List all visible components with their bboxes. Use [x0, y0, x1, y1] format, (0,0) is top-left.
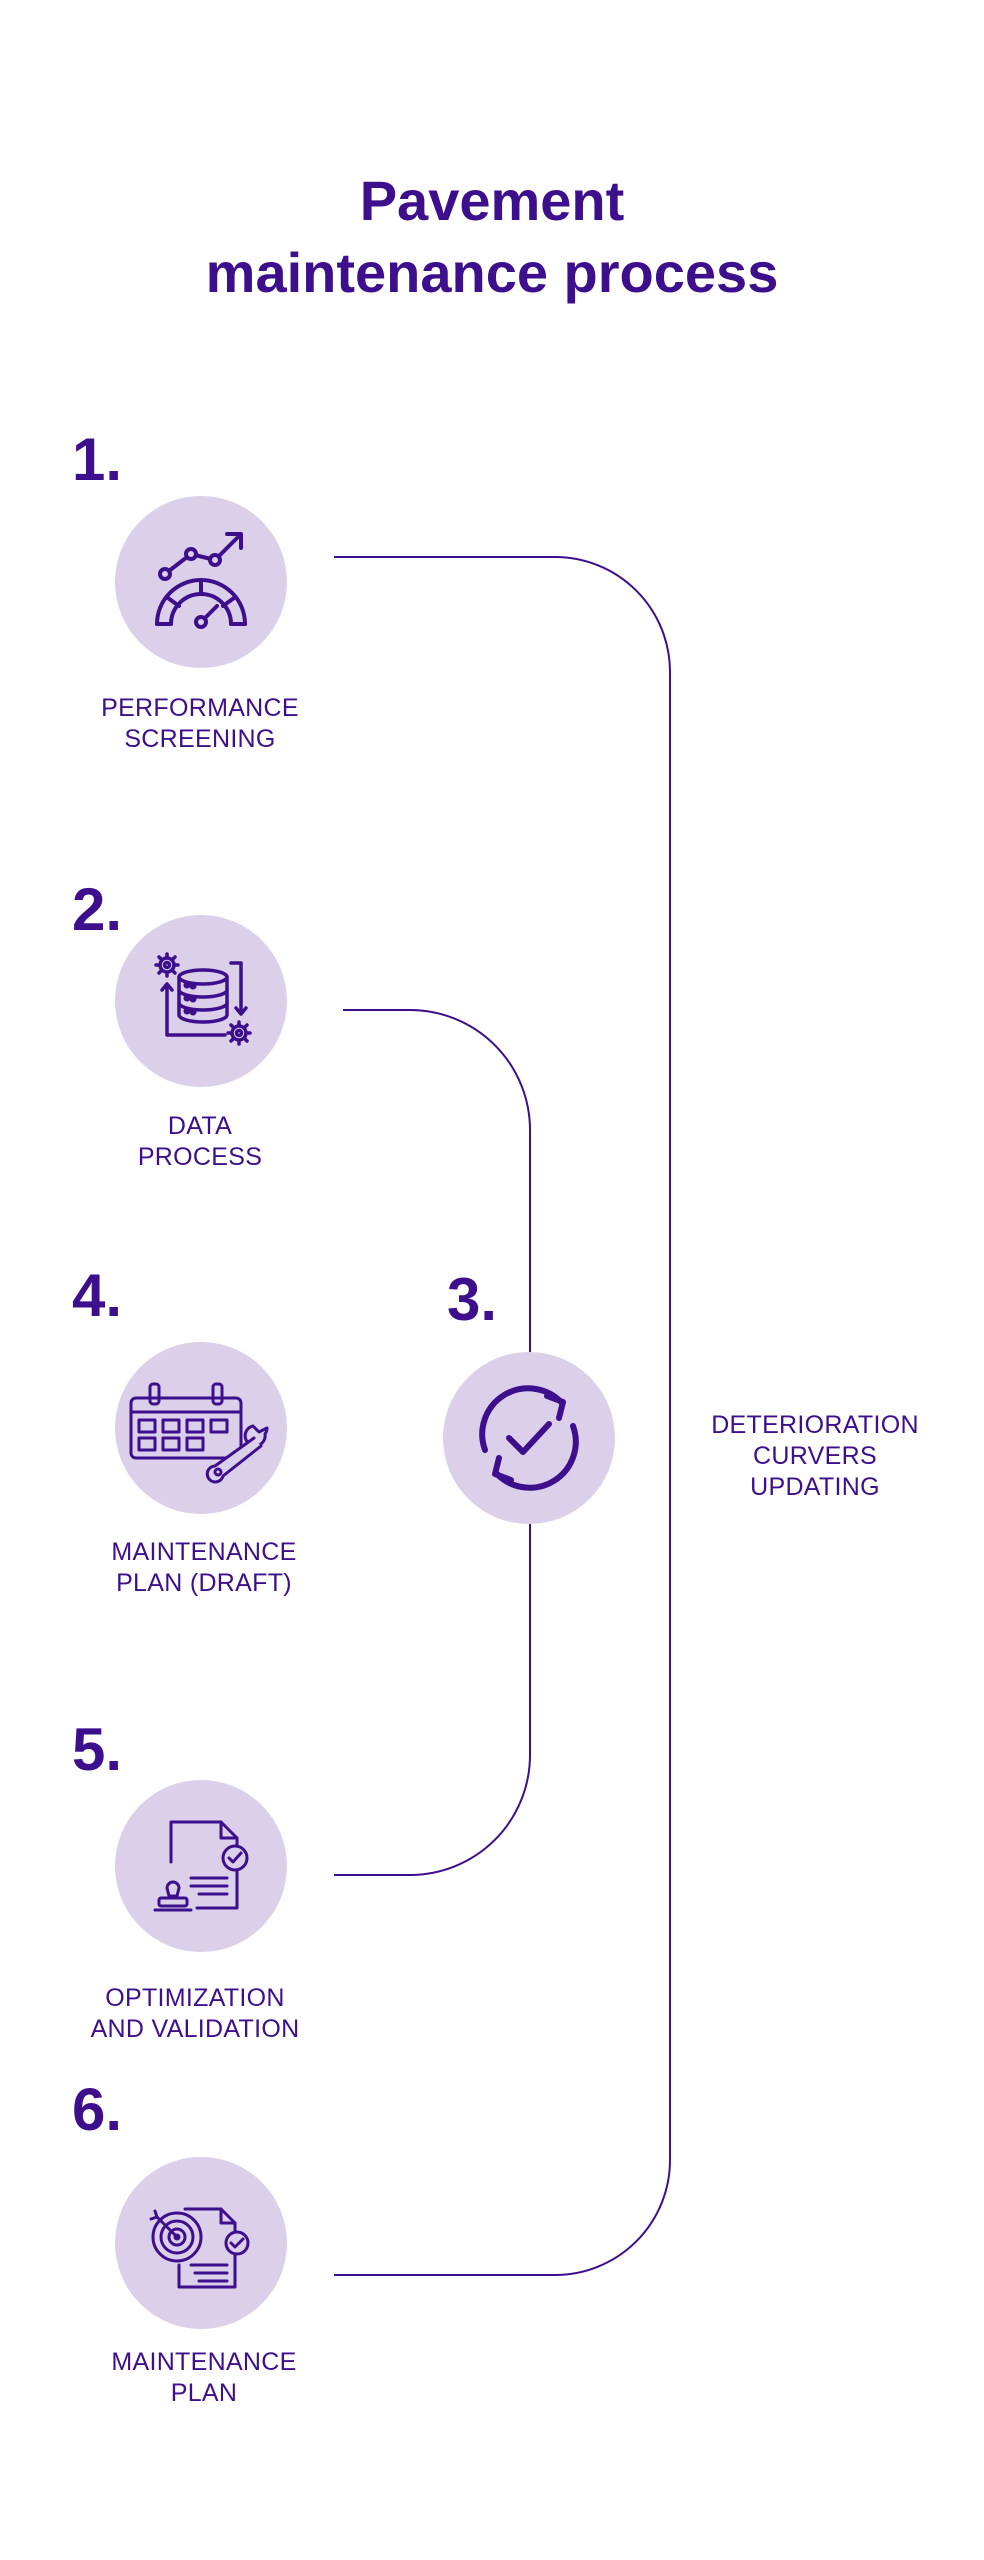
step-6-label-line-1: MAINTENANCE — [111, 2348, 297, 2376]
calendar-wrench-icon — [129, 1382, 269, 1484]
step-3-number: 3. — [447, 1266, 498, 1333]
database-process-icon — [154, 952, 252, 1046]
outer-loop-connector — [334, 556, 671, 2276]
step-4-label-line-1: MAINTENANCE — [111, 1538, 297, 1566]
step-5-circle — [115, 1780, 287, 1952]
page-title-line-1: Pavement — [359, 169, 625, 232]
step-2-number: 2. — [72, 876, 123, 943]
step-2-label: DATA PROCESS — [70, 1111, 330, 1173]
page-title: Pavement maintenance process — [0, 165, 984, 309]
step-1-circle — [115, 496, 287, 668]
step-5-number: 5. — [72, 1716, 123, 1783]
step-6-number: 6. — [72, 2076, 123, 2143]
step-4-label: MAINTENANCE PLAN (DRAFT) — [74, 1537, 334, 1599]
step-5-label-line-2: AND VALIDATION — [90, 2015, 300, 2043]
loop-label-line-1: DETERIORATION — [711, 1411, 919, 1439]
step-3-circle — [443, 1352, 615, 1524]
step-1-label-line-2: SCREENING — [124, 725, 276, 753]
page-title-line-2: maintenance process — [205, 241, 779, 304]
step-2-label-line-1: DATA — [167, 1112, 233, 1140]
inner-loop-bottom-connector — [334, 1522, 531, 1876]
step-4-circle — [115, 1342, 287, 1514]
refresh-check-icon — [479, 1385, 579, 1491]
step-2-circle — [115, 915, 287, 1087]
inner-loop-top-connector — [343, 1009, 531, 1352]
loop-label-line-2: CURVERS — [753, 1442, 877, 1470]
step-6-label-line-2: PLAN — [170, 2379, 238, 2407]
step-1-label-line-1: PERFORMANCE — [101, 694, 299, 722]
stamp-document-icon — [153, 1820, 249, 1912]
step-5-label-line-1: OPTIMIZATION — [105, 1984, 285, 2012]
step-1-label: PERFORMANCE SCREENING — [70, 693, 330, 755]
step-6-label: MAINTENANCE PLAN — [74, 2347, 334, 2409]
speedometer-chart-icon — [155, 532, 247, 629]
target-document-icon — [149, 2207, 250, 2289]
step-5-label: OPTIMIZATION AND VALIDATION — [65, 1983, 325, 2045]
step-6-circle — [115, 2157, 287, 2329]
step-4-number: 4. — [72, 1262, 123, 1329]
deterioration-curves-label: DETERIORATION CURVERS UPDATING — [690, 1410, 940, 1503]
loop-label-line-3: UPDATING — [750, 1473, 880, 1501]
step-4-label-line-2: PLAN (DRAFT) — [116, 1569, 292, 1597]
step-2-label-line-2: PROCESS — [137, 1143, 263, 1171]
step-1-number: 1. — [72, 426, 123, 493]
